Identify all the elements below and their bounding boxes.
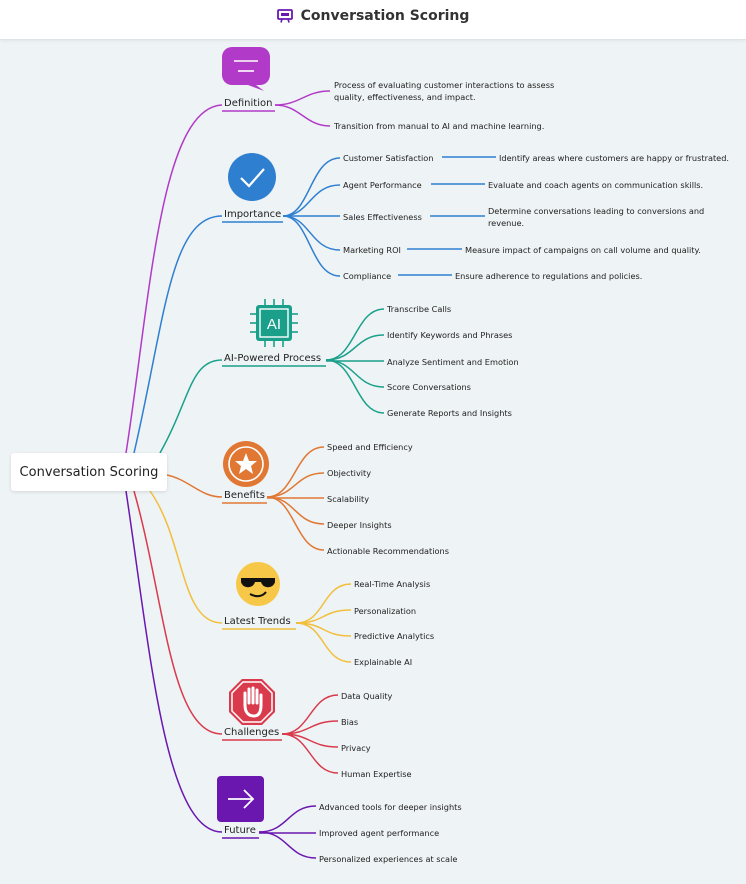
branch-importance[interactable]: Importance	[224, 209, 282, 220]
stop-hand-icon	[229, 679, 275, 725]
leaf-benefits[interactable]: Speed and Efficiency	[327, 442, 413, 452]
leaf-importance-label[interactable]: Customer Satisfaction	[343, 153, 434, 163]
leaf-importance-detail[interactable]: Evaluate and coach agents on communicati…	[488, 180, 704, 190]
leaf-trends[interactable]: Predictive Analytics	[354, 631, 435, 641]
branch-challenges[interactable]: Challenges	[224, 727, 280, 738]
leaf-importance-label[interactable]: Marketing ROI	[343, 245, 401, 255]
connector-benefits	[166, 474, 223, 498]
leaf-ai[interactable]: Generate Reports and Insights	[387, 408, 512, 418]
header-title-group: Conversation Scoring	[0, 0, 746, 32]
connector-trends	[149, 490, 223, 624]
connector-definition	[125, 104, 223, 454]
leaf-importance-label[interactable]: Sales Effectiveness	[343, 212, 422, 222]
branch-future[interactable]: Future	[224, 825, 256, 836]
leaf-challenges[interactable]: Data Quality	[341, 691, 393, 701]
leaf-importance-detail[interactable]: Identify areas where customers are happy…	[499, 153, 730, 163]
branch-definition[interactable]: Definition	[224, 98, 273, 109]
leaf-benefits[interactable]: Deeper Insights	[327, 520, 392, 530]
leaf-definition-1[interactable]: Process of evaluating customer interacti…	[334, 80, 555, 102]
connector-future	[125, 490, 223, 833]
leaf-importance-label[interactable]: Agent Performance	[343, 180, 422, 190]
leaf-trends[interactable]: Personalization	[354, 606, 417, 616]
leaf-importance-detail[interactable]: Ensure adherence to regulations and poli…	[455, 271, 643, 281]
leaf-challenges[interactable]: Bias	[341, 717, 359, 727]
leaf-ai[interactable]: Analyze Sentiment and Emotion	[387, 357, 519, 367]
speech-bubble-icon	[222, 47, 270, 91]
leaf-trends[interactable]: Explainable AI	[354, 657, 413, 667]
leaf-benefits[interactable]: Scalability	[327, 494, 370, 504]
leaf-importance-detail[interactable]: Determine conversations leading to conve…	[488, 206, 705, 228]
leaf-challenges[interactable]: Human Expertise	[341, 769, 412, 779]
ai-chip-text: AI	[267, 316, 281, 333]
leaf-future[interactable]: Improved agent performance	[319, 828, 440, 838]
leaf-ai[interactable]: Identify Keywords and Phrases	[387, 330, 513, 340]
leaf-trends[interactable]: Real-Time Analysis	[354, 579, 431, 589]
branch-latest-trends[interactable]: Latest Trends	[224, 616, 291, 627]
leaf-benefits[interactable]: Actionable Recommendations	[327, 546, 449, 556]
leaf-benefits[interactable]: Objectivity	[327, 468, 372, 478]
connector-importance	[133, 215, 223, 454]
star-badge-icon	[223, 441, 269, 487]
leaf-ai[interactable]: Score Conversations	[387, 382, 471, 392]
branch-benefits[interactable]: Benefits	[224, 490, 265, 501]
checkmark-icon	[228, 153, 276, 201]
leaf-challenges[interactable]: Privacy	[341, 743, 371, 753]
leaf-importance-label[interactable]: Compliance	[343, 271, 392, 281]
connector-challenges	[133, 490, 223, 735]
leaf-importance-detail[interactable]: Measure impact of campaigns on call volu…	[465, 245, 701, 255]
arrow-right-icon	[217, 776, 264, 822]
header-bar: Conversation Scoring	[0, 0, 746, 40]
page-title: Conversation Scoring	[300, 8, 470, 24]
leaf-ai[interactable]: Transcribe Calls	[387, 304, 452, 314]
leaf-definition-2[interactable]: Transition from manual to AI and machine…	[334, 121, 545, 131]
leaf-future[interactable]: Personalized experiences at scale	[319, 854, 458, 864]
leaf-future[interactable]: Advanced tools for deeper insights	[319, 802, 462, 812]
branch-ai-powered-process[interactable]: AI-Powered Process	[224, 353, 322, 364]
sunglasses-emoji-icon	[236, 562, 280, 606]
connector-ai	[159, 359, 223, 454]
ai-chip-icon: AI	[250, 299, 298, 347]
presentation-icon	[276, 9, 293, 23]
root-node[interactable]: Conversation Scoring	[11, 453, 167, 491]
